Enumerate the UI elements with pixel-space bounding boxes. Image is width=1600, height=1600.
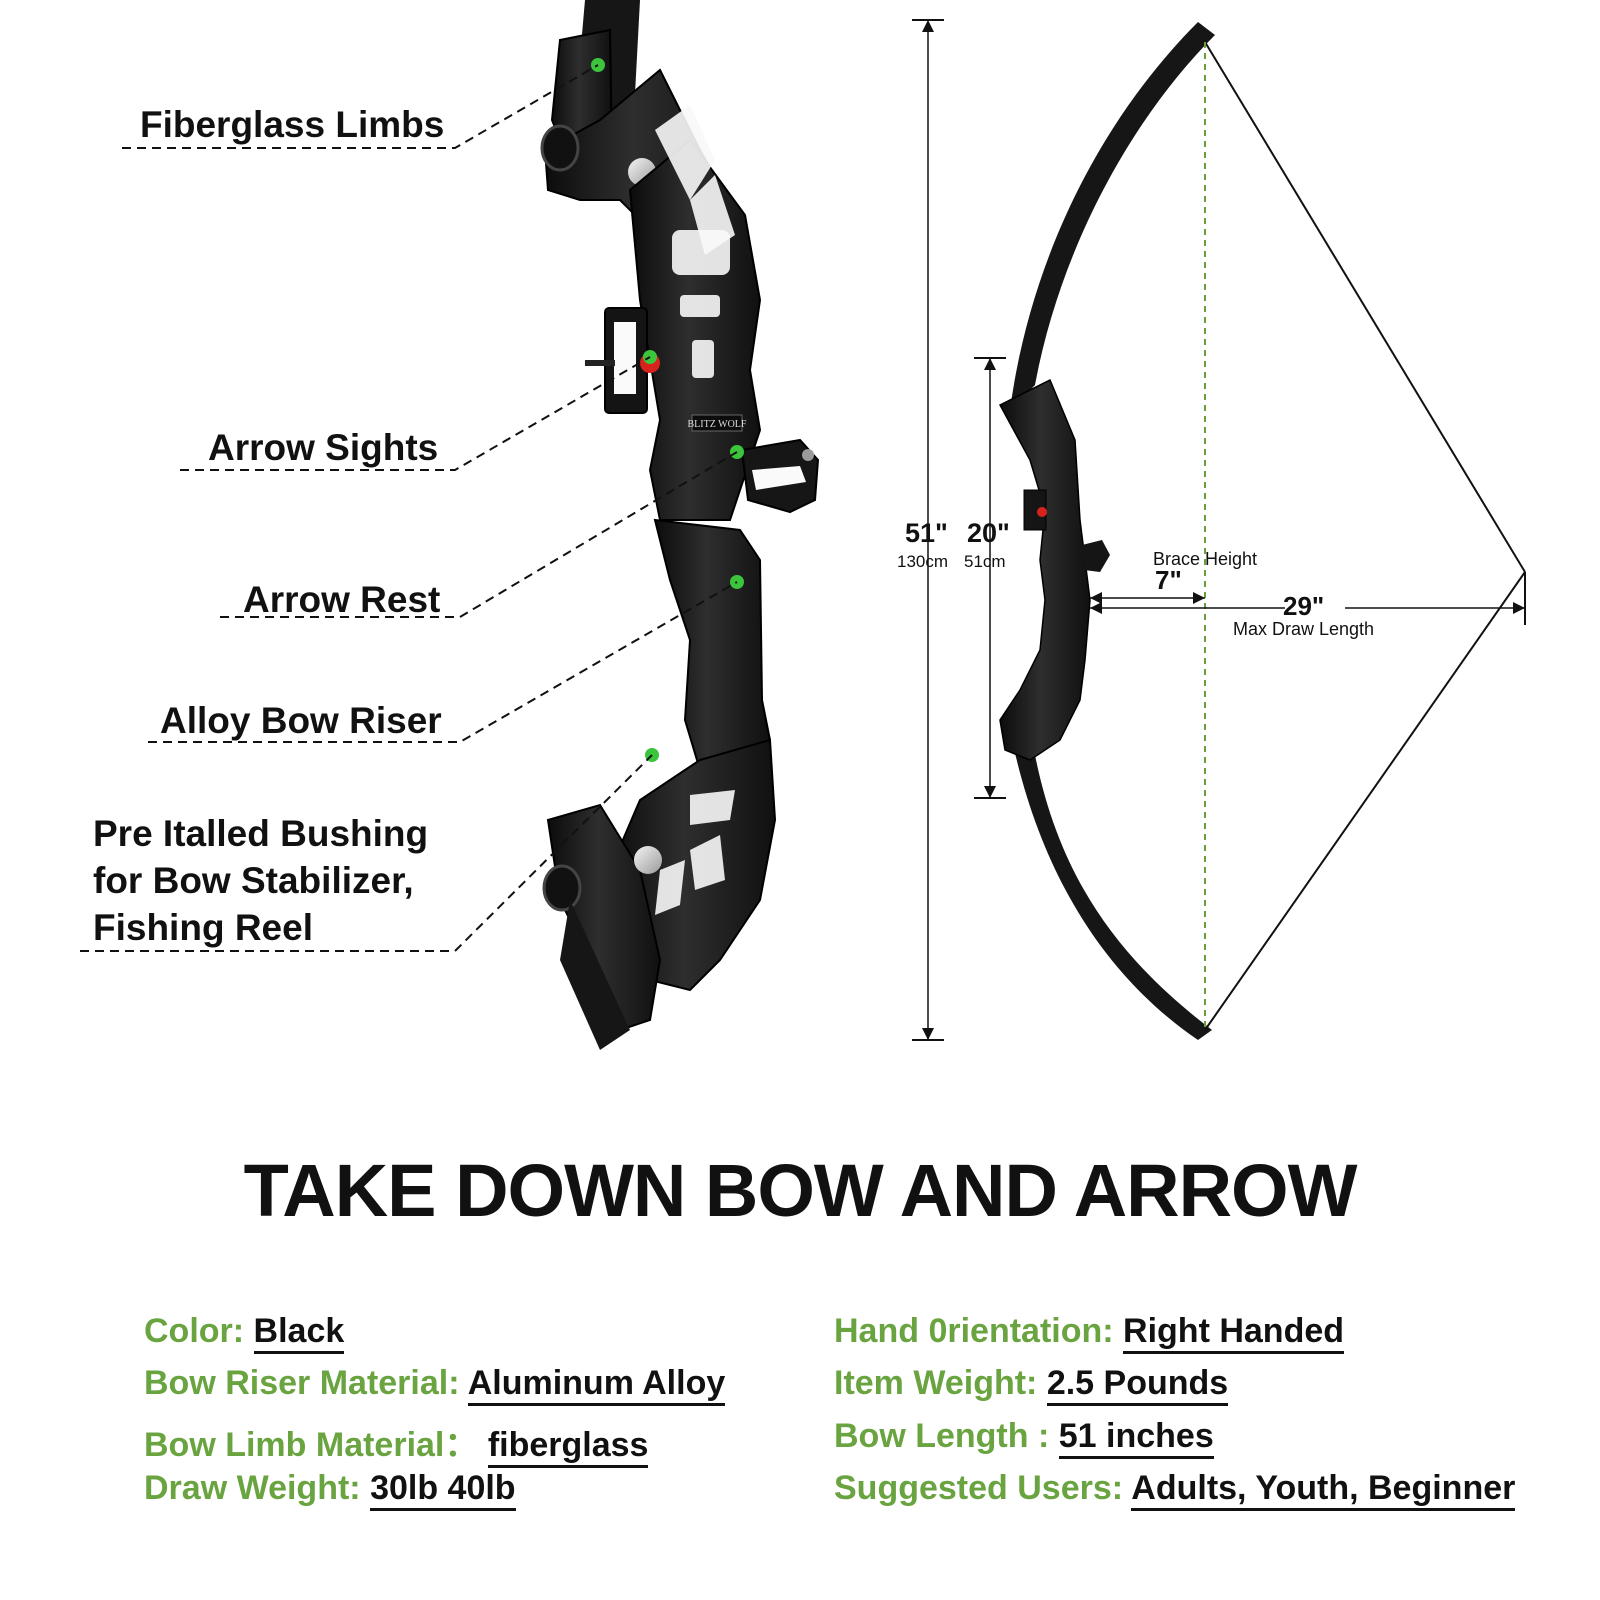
callout-bushing-line-3: Fishing Reel <box>93 907 313 948</box>
spec-value: fiberglass <box>487 1426 649 1468</box>
brand-mark: BLITZ WOLF <box>688 419 747 430</box>
spec-suggested-users: Suggested Users: Adults, Youth, Beginner <box>834 1469 1516 1511</box>
spec-riser-material: Bow Riser Material: Aluminum Alloy <box>144 1364 726 1406</box>
spec-limb-material: Bow Limb Material： fiberglass <box>144 1417 649 1468</box>
riser-inches: 20" <box>967 518 1010 548</box>
spec-value: 51 inches <box>1058 1417 1214 1459</box>
spec-value: Adults, Youth, Beginner <box>1131 1469 1516 1511</box>
spec-label: Bow Limb Material： <box>144 1426 479 1464</box>
leader-lines <box>80 64 738 952</box>
spec-label: Hand 0rientation: <box>834 1312 1114 1350</box>
spec-hand-orientation: Hand 0rientation: Right Handed <box>834 1312 1345 1354</box>
callout-arrow-sights: Arrow Sights <box>208 427 439 468</box>
page-title: TAKE DOWN BOW AND ARROW <box>243 1149 1358 1232</box>
brace-height-label: Brace Height <box>1153 549 1258 569</box>
spec-item-weight: Item Weight: 2.5 Pounds <box>834 1364 1229 1406</box>
callout-arrow-rest: Arrow Rest <box>243 579 441 620</box>
spec-value: 2.5 Pounds <box>1046 1364 1229 1406</box>
spec-value: Right Handed <box>1123 1312 1345 1354</box>
spec-label: Suggested Users: <box>834 1469 1124 1507</box>
callout-bushing-line-1: Pre Italled Bushing <box>93 813 429 854</box>
riser-cm: 51cm <box>964 552 1006 571</box>
length-cm: 130cm <box>897 552 949 571</box>
spec-value: Aluminum Alloy <box>467 1364 726 1406</box>
spec-value: Black <box>253 1312 345 1354</box>
callout-fiberglass-limbs: Fiberglass Limbs <box>140 104 445 145</box>
callout-bushing: Pre Italled Bushing for Bow Stabilizer, … <box>93 810 428 951</box>
spec-color: Color: Black <box>144 1312 345 1354</box>
spec-value: 30lb 40lb <box>370 1469 516 1511</box>
riser-closeup: BLITZ WOLF <box>540 0 820 1050</box>
callout-alloy-bow-riser: Alloy Bow Riser <box>160 700 442 741</box>
spec-label: Item Weight: <box>834 1364 1038 1402</box>
draw-length-inches: 29" <box>1283 591 1325 621</box>
draw-length-label: Max Draw Length <box>1233 619 1375 639</box>
spec-label: Bow Length : <box>834 1417 1050 1455</box>
spec-draw-weight: Draw Weight: 30lb 40lb <box>144 1469 516 1511</box>
bow-illustration: BLITZ WOLF <box>80 0 1526 1050</box>
length-inches: 51" <box>905 518 948 548</box>
spec-label: Color: <box>144 1312 245 1350</box>
spec-label: Bow Riser Material: <box>144 1364 460 1402</box>
spec-bow-length: Bow Length : 51 inches <box>834 1417 1214 1459</box>
callout-bushing-line-2: for Bow Stabilizer, <box>93 860 414 901</box>
spec-label: Draw Weight: <box>144 1469 361 1507</box>
brace-height-inches: 7" <box>1155 565 1182 595</box>
bow-profile <box>912 19 1526 1041</box>
